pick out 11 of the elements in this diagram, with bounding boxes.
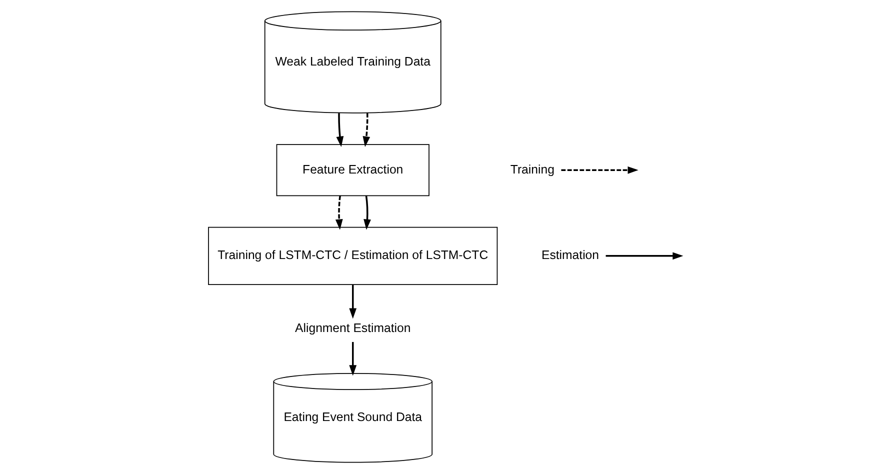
node-text: Alignment Estimation: [294, 321, 410, 336]
arrow: [363, 196, 370, 230]
arrow: [348, 342, 356, 376]
arrow: [334, 196, 342, 230]
legend-label: Training: [510, 162, 554, 176]
legend-label: Estimation: [541, 248, 599, 262]
arrow: [348, 284, 356, 319]
node-box: Feature Extraction: [276, 144, 429, 196]
node-box: Training of LSTM-CTC / Estimation of LSTM-CTC: [208, 226, 498, 285]
arrow: [362, 113, 370, 147]
arrow: [336, 113, 344, 147]
